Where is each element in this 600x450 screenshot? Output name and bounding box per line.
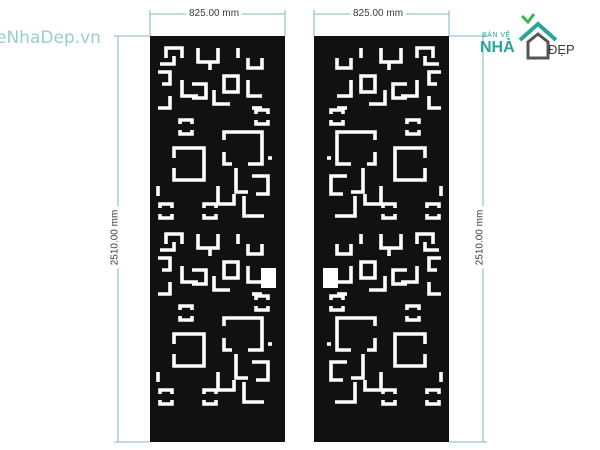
left-height-label: 2510.00 mm: [109, 206, 121, 269]
left-panel: [150, 36, 285, 442]
logo-house-icon: [518, 13, 558, 60]
right-height-label: 2510.00 mm: [474, 206, 486, 269]
logo-brand-rest: ĐẸP: [548, 42, 575, 57]
left-panel-hole: [261, 268, 276, 288]
logo-brand-bold: NHÀ: [480, 39, 515, 56]
watermark: eNhaDep.vn: [0, 28, 101, 48]
brand-logo: BẢN VẼ NHÀ ĐẸP: [478, 14, 588, 64]
logo-line1: BẢN VẼ: [482, 32, 511, 39]
right-width-label: 825.00 mm: [350, 8, 407, 19]
left-width-label: 825.00 mm: [186, 8, 243, 19]
right-panel: [314, 36, 449, 442]
right-panel-hole: [323, 268, 338, 288]
